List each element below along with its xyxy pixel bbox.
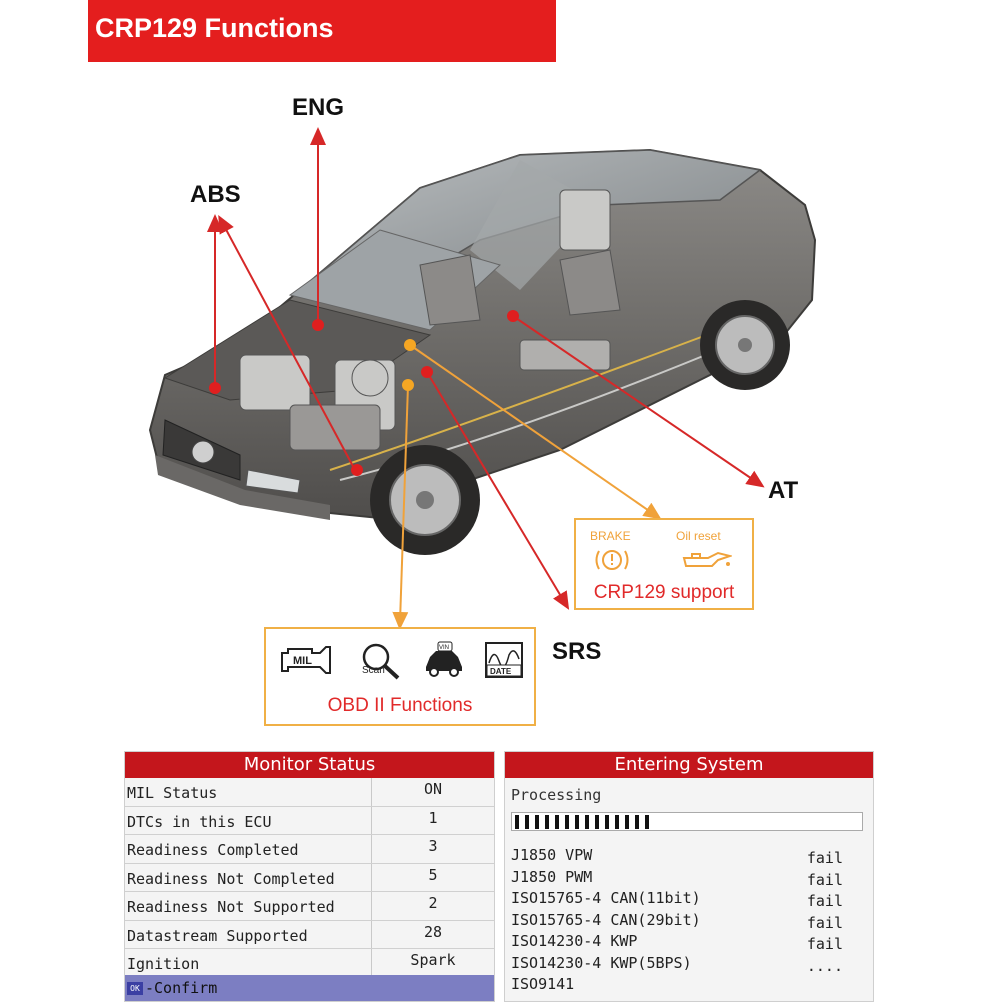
confirm-bar[interactable]: OK-Confirm: [125, 975, 494, 1001]
monitor-row-label: MIL Status: [125, 778, 372, 806]
monitor-row-label: Readiness Completed: [125, 835, 372, 863]
scan-magnifier-icon: Scan: [362, 643, 400, 680]
oil-can-icon: [682, 551, 732, 567]
callout-eng: ENG: [292, 94, 345, 121]
protocol-result: ....: [806, 956, 843, 975]
protocol-name: J1850 VPW: [511, 846, 593, 864]
table-row: Readiness Not Supported 2: [125, 892, 494, 921]
protocol-name: ISO14230-4 KWP: [511, 932, 638, 950]
monitor-row-label: DTCs in this ECU: [125, 806, 372, 834]
ok-key-icon: OK: [127, 982, 143, 995]
protocol-name: ISO14230-4 KWP(5BPS): [511, 953, 692, 972]
callout-at: AT: [768, 477, 799, 504]
crp129-support-box: BRAKE Oil reset CRP129 support: [574, 518, 754, 610]
obd-caption: OBD II Functions: [327, 695, 473, 716]
monitor-row-value: 1: [428, 808, 438, 827]
vin-car-icon: VIN: [426, 641, 462, 677]
progress-bar: [511, 812, 863, 831]
hotspot-dots: [209, 310, 519, 476]
brake-warning-icon: [595, 550, 629, 570]
scan-icon-text: Scan: [362, 665, 385, 676]
support-caption: CRP129 support: [593, 582, 735, 603]
monitor-row-label: Datastream Supported: [125, 920, 372, 948]
protocol-name: J1850 PWM: [511, 867, 593, 886]
progress-segment: [575, 814, 579, 829]
monitor-row-value: 5: [428, 865, 438, 884]
protocol-result: fail: [806, 892, 843, 910]
progress-segment: [635, 814, 639, 829]
monitor-row-value: 3: [428, 837, 438, 855]
confirm-label: -Confirm: [145, 979, 218, 997]
entering-system-title: Entering System: [505, 752, 873, 778]
brake-label: BRAKE: [590, 529, 631, 543]
progress-segment: [645, 814, 649, 829]
entering-system-screen: Entering System Processing J1850 VPW fail…: [504, 751, 874, 1002]
progress-segment: [615, 814, 619, 829]
processing-label: Processing: [511, 786, 602, 804]
protocol-name: ISO15765-4 CAN(11bit): [511, 889, 701, 907]
vin-icon-text: VIN: [439, 645, 449, 651]
obd-functions-box: MIL Scan VIN DATE OBD II Functions: [264, 627, 536, 726]
monitor-status-screen: Monitor Status MIL Status ON DTCs in this …: [124, 751, 495, 1002]
oil-reset-label: Oil reset: [676, 529, 721, 543]
monitor-row-value: ON: [423, 780, 443, 798]
pointer-lines: [207, 127, 765, 630]
monitor-row-value: Spark: [410, 951, 456, 969]
page-title: CRP129 Functions: [95, 13, 334, 43]
table-row: Ignition Spark: [125, 949, 494, 978]
progress-segment: [585, 814, 589, 829]
callout-srs: SRS: [552, 638, 602, 665]
monitor-row-label: Readiness Not Completed: [125, 863, 372, 891]
progress-segment: [515, 814, 519, 829]
progress-segment: [525, 814, 529, 829]
progress-segment: [565, 814, 569, 829]
table-row: Datastream Supported 28: [125, 920, 494, 949]
date-graph-icon: DATE: [485, 642, 523, 678]
table-row: Readiness Not Completed 5: [125, 863, 494, 892]
protocol-result: fail: [806, 849, 843, 867]
progress-segment: [535, 814, 539, 829]
monitor-row-value: 2: [428, 894, 438, 912]
protocol-result: fail: [806, 913, 843, 932]
progress-segment: [555, 814, 559, 829]
front-wheel: [370, 445, 480, 555]
progress-segment: [625, 814, 629, 829]
car-body: [148, 148, 817, 555]
monitor-status-title: Monitor Status: [125, 752, 494, 778]
rear-wheel: [700, 300, 790, 390]
table-row: MIL Status ON: [125, 778, 494, 807]
table-row: DTCs in this ECU 1: [125, 806, 494, 835]
mil-icon-text: MIL: [293, 655, 312, 667]
car-cutaway-illustration: [148, 127, 817, 630]
progress-segment: [595, 814, 599, 829]
protocol-name: ISO15765-4 CAN(29bit): [511, 910, 701, 929]
callout-abs: ABS: [190, 181, 241, 208]
monitor-row-label: Ignition: [125, 949, 372, 977]
protocol-name: ISO9141: [511, 975, 575, 993]
mil-engine-icon: MIL: [281, 646, 331, 674]
protocol-result: fail: [806, 935, 843, 953]
page-title-banner: CRP129 Functions: [88, 0, 556, 62]
date-icon-text: DATE: [490, 667, 512, 676]
table-row: Readiness Completed 3: [125, 835, 494, 864]
progress-segment: [605, 814, 609, 829]
protocol-result: fail: [806, 870, 843, 889]
monitor-row-label: Readiness Not Supported: [125, 892, 372, 920]
progress-segment: [545, 814, 549, 829]
monitor-row-value: 28: [423, 922, 443, 941]
